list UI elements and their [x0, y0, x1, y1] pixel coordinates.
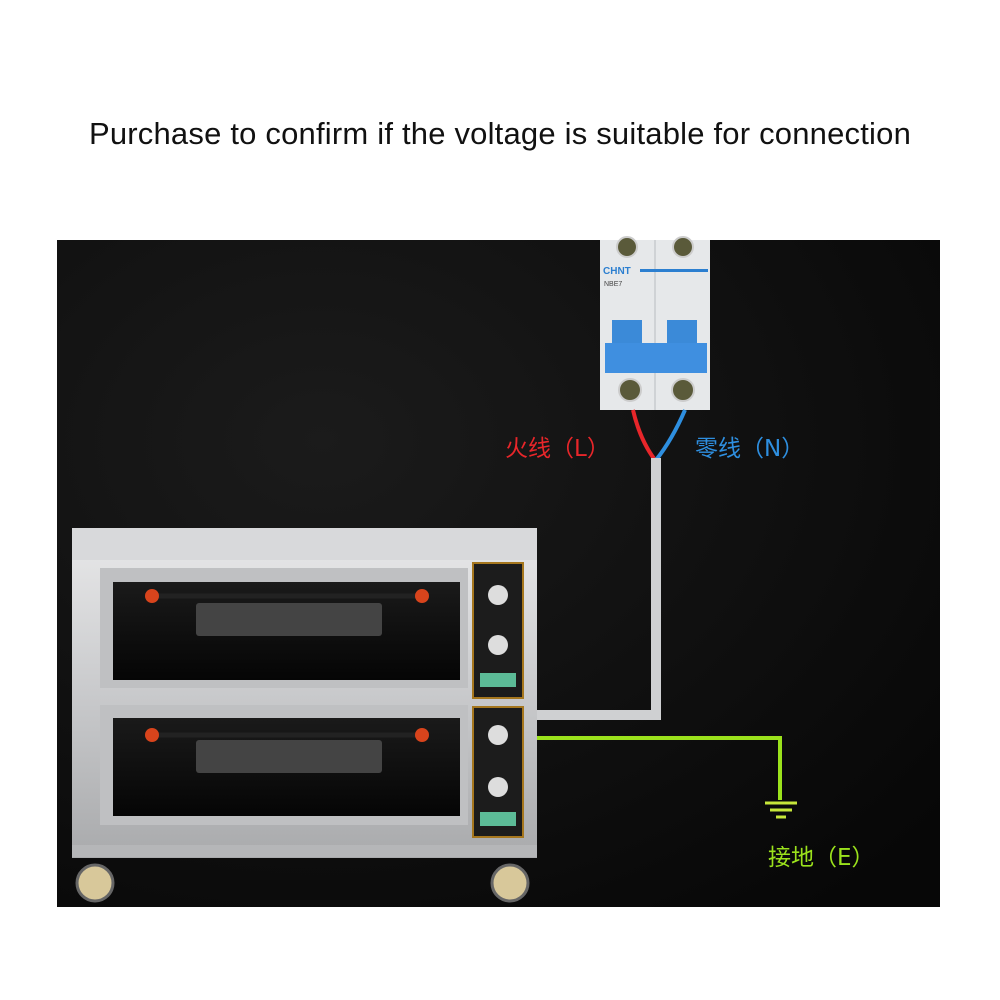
circuit-breaker: CHNT NBE7 — [600, 236, 710, 410]
neutral-wire — [654, 409, 687, 462]
power-cable — [537, 458, 661, 720]
ground-symbol-icon — [765, 801, 797, 819]
page-title: Purchase to confirm if the voltage is su… — [88, 116, 912, 151]
wheel — [75, 863, 115, 903]
neutral-label: 零线（N） — [695, 436, 805, 462]
live-label: 火线（L） — [505, 436, 610, 462]
oven — [72, 528, 537, 903]
live-wire — [631, 409, 657, 462]
earth-wire — [537, 736, 782, 800]
breaker-brand: CHNT — [603, 266, 631, 277]
breaker-model: NBE7 — [604, 281, 622, 288]
wheel — [490, 863, 530, 903]
earth-label: 接地（E） — [768, 845, 875, 871]
